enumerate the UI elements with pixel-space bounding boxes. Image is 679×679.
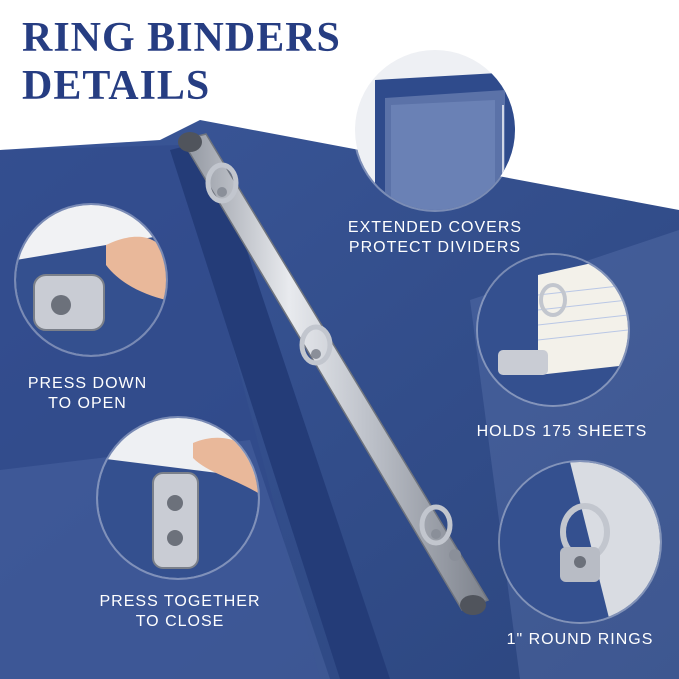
page-title: RING BINDERS DETAILS xyxy=(22,14,341,110)
caption-round-rings-line: 1" ROUND RINGS xyxy=(506,631,654,648)
caption-press-down-line-2: TO OPEN xyxy=(48,395,127,412)
caption-press-down-line-1: PRESS DOWN xyxy=(27,375,148,392)
caption-press-together: PRESS TOGETHER TO CLOSE xyxy=(80,592,280,632)
caption-extended-covers-line-1: EXTENDED COVERS xyxy=(347,219,523,236)
title-line-2: DETAILS xyxy=(22,63,211,109)
round-rings-detail xyxy=(500,462,660,622)
caption-press-together-line-2: TO CLOSE xyxy=(135,613,225,630)
holds-sheets-detail xyxy=(478,255,628,405)
caption-holds-sheets-line: HOLDS 175 SHEETS xyxy=(476,423,648,440)
press-down-detail xyxy=(16,205,166,355)
caption-press-together-line-1: PRESS TOGETHER xyxy=(99,593,261,610)
caption-extended-covers: EXTENDED COVERS PROTECT DIVIDERS xyxy=(326,218,544,258)
caption-holds-sheets: HOLDS 175 SHEETS xyxy=(462,422,662,442)
caption-round-rings: 1" ROUND RINGS xyxy=(490,630,670,650)
caption-extended-covers-line-2: PROTECT DIVIDERS xyxy=(348,239,522,256)
press-together-detail xyxy=(98,418,258,578)
extended-covers-detail xyxy=(355,50,515,210)
title-line-1: RING BINDERS xyxy=(22,15,341,61)
caption-press-down: PRESS DOWN TO OPEN xyxy=(20,374,155,414)
